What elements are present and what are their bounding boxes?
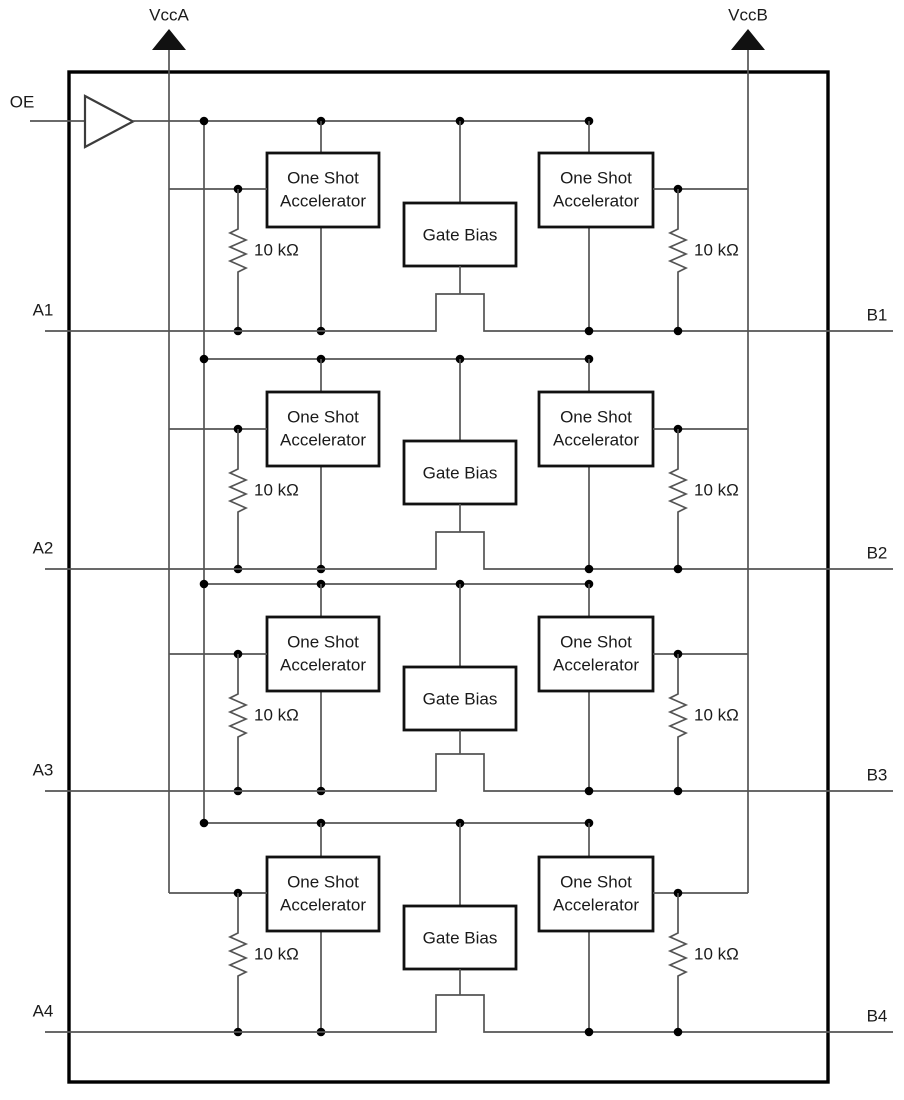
junction-dot	[673, 326, 683, 336]
channel-wire-ch3	[45, 753, 893, 792]
pin-label-b2: B2	[867, 544, 888, 563]
one-shot-b-label-line2-ch3: Accelerator	[553, 656, 639, 675]
oe-buffer-icon	[83, 94, 136, 149]
resistor-b-value-ch3: 10 kΩ	[694, 706, 739, 725]
junction-dot	[199, 116, 209, 126]
junction-dot	[584, 326, 594, 336]
junction-dot	[673, 786, 683, 796]
one-shot-a-label-line1-ch1: One Shot	[287, 169, 359, 188]
resistor-b-value-ch4: 10 kΩ	[694, 945, 739, 964]
pullup-resistor-b-ch4	[667, 893, 689, 1032]
junction-dot	[584, 786, 594, 796]
one-shot-b-label-line2-ch4: Accelerator	[553, 896, 639, 915]
vcca-label: VccA	[149, 6, 189, 25]
one-shot-a-label-line1-ch2: One Shot	[287, 408, 359, 427]
resistor-a-value-ch1: 10 kΩ	[254, 241, 299, 260]
one-shot-accelerator-a-ch2	[265, 390, 381, 468]
pullup-resistor-a-ch3	[227, 654, 249, 791]
one-shot-a-label-line2-ch2: Accelerator	[280, 431, 366, 450]
pullup-resistor-b-ch2	[667, 429, 689, 569]
gate-bias-ch4	[402, 904, 518, 971]
pin-label-a2: A2	[33, 539, 54, 558]
pullup-resistor-a-ch2	[227, 429, 249, 569]
vccb-power-arrow-icon	[731, 29, 765, 50]
channel-wire-ch4	[45, 994, 893, 1033]
junction-dot	[199, 354, 209, 364]
one-shot-accelerator-b-ch4	[537, 855, 655, 933]
one-shot-b-label-line1-ch1: One Shot	[560, 169, 632, 188]
one-shot-a-label-line2-ch1: Accelerator	[280, 192, 366, 211]
one-shot-accelerator-a-ch4	[265, 855, 381, 933]
gate-bias-label-ch2: Gate Bias	[423, 464, 498, 483]
resistor-b-value-ch1: 10 kΩ	[694, 241, 739, 260]
junction-dot	[584, 1027, 594, 1037]
pin-label-b1: B1	[867, 306, 888, 325]
pin-label-b4: B4	[867, 1007, 888, 1026]
pin-label-a4: A4	[33, 1002, 54, 1021]
junction-dot	[584, 564, 594, 574]
one-shot-accelerator-a-ch3	[265, 615, 381, 693]
pin-label-a3: A3	[33, 761, 54, 780]
one-shot-a-label-line2-ch4: Accelerator	[280, 896, 366, 915]
vccb-label: VccB	[728, 6, 768, 25]
junction-dot	[673, 1027, 683, 1037]
one-shot-a-label-line2-ch3: Accelerator	[280, 656, 366, 675]
one-shot-b-label-line1-ch3: One Shot	[560, 633, 632, 652]
one-shot-a-label-line1-ch3: One Shot	[287, 633, 359, 652]
one-shot-accelerator-b-ch1	[537, 151, 655, 229]
channel-wire-ch1	[45, 293, 893, 332]
ic-boundary	[67, 70, 830, 1084]
one-shot-b-label-line1-ch2: One Shot	[560, 408, 632, 427]
one-shot-b-label-line1-ch4: One Shot	[560, 873, 632, 892]
oe-label: OE	[10, 93, 35, 112]
one-shot-b-label-line2-ch2: Accelerator	[553, 431, 639, 450]
one-shot-accelerator-b-ch3	[537, 615, 655, 693]
gate-bias-label-ch1: Gate Bias	[423, 226, 498, 245]
junction-dot	[199, 818, 209, 828]
pin-label-b3: B3	[867, 766, 888, 785]
resistor-b-value-ch2: 10 kΩ	[694, 481, 739, 500]
pullup-resistor-b-ch1	[667, 189, 689, 331]
junction-dot	[199, 579, 209, 589]
one-shot-b-label-line2-ch1: Accelerator	[553, 192, 639, 211]
resistor-a-value-ch4: 10 kΩ	[254, 945, 299, 964]
pullup-resistor-b-ch3	[667, 654, 689, 791]
channel-wire-ch2	[45, 531, 893, 570]
pullup-resistor-a-ch1	[227, 189, 249, 331]
vcca-power-arrow-icon	[152, 29, 186, 50]
gate-bias-label-ch4: Gate Bias	[423, 929, 498, 948]
pullup-resistor-a-ch4	[227, 893, 249, 1032]
junction-dot	[673, 564, 683, 574]
one-shot-a-label-line1-ch4: One Shot	[287, 873, 359, 892]
one-shot-accelerator-b-ch2	[537, 390, 655, 468]
gate-bias-label-ch3: Gate Bias	[423, 690, 498, 709]
resistor-a-value-ch3: 10 kΩ	[254, 706, 299, 725]
one-shot-accelerator-a-ch1	[265, 151, 381, 229]
resistor-a-value-ch2: 10 kΩ	[254, 481, 299, 500]
pin-label-a1: A1	[33, 301, 54, 320]
